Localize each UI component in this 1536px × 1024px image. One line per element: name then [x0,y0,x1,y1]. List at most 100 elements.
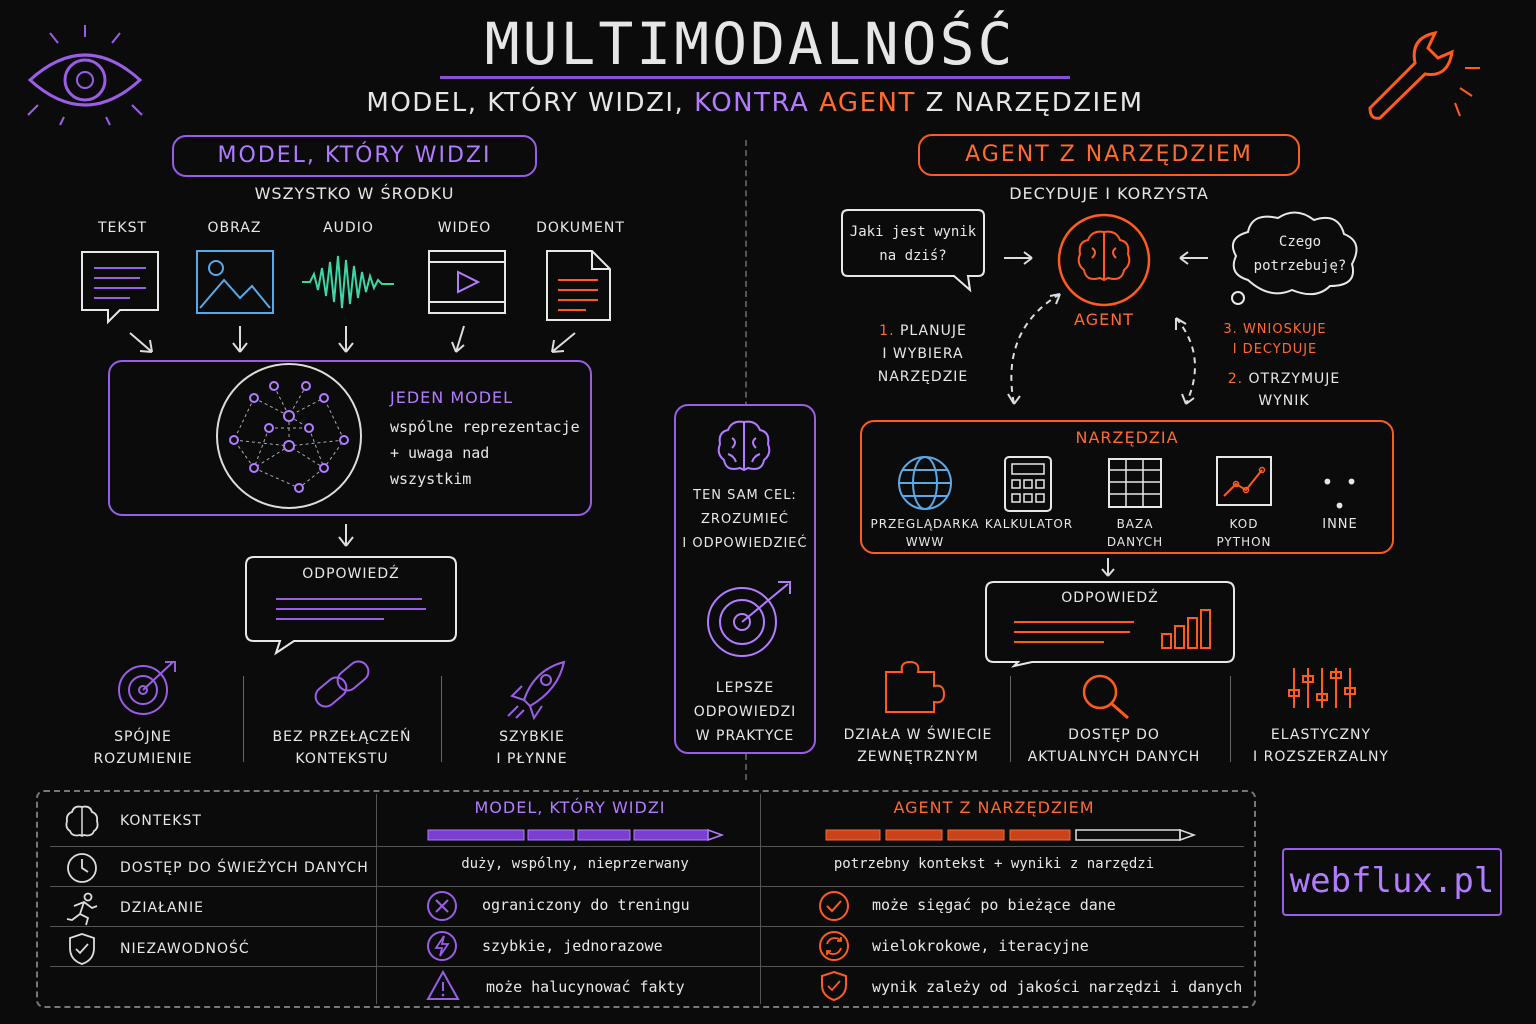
table-model-fresh-data: ograniczony do treningu [482,896,690,914]
tool-database-line-2: DANYCH [1106,535,1164,549]
middle-benefit-line-2: ODPOWIEDZI [693,704,797,720]
question-bubble-text: Jaki jest wynik na dziś? [842,220,984,268]
middle-benefit-line-1: LEPSZE [715,680,775,696]
thought-cloud-text: Czego potrzebuję? [1236,230,1364,278]
tool-browser: PRZEGLĄDARKA WWW [866,515,984,551]
table-row-line-1 [50,846,1244,847]
clock-icon [67,853,97,883]
middle-goal-text: TEN SAM CEL: ZROZUMIEĆ I ODPOWIEDZIEĆ [676,484,814,556]
left-title-box: MODEL, KTÓRY WIDZI [172,135,537,177]
brand-logo[interactable]: webflux.pl [1282,848,1502,916]
step-3-text-a: WNIOSKUJE [1242,322,1327,337]
step-2-line-1: 2. OTRZYMUJE [1214,368,1354,390]
brain-icon [717,420,771,472]
neural-network-icon [216,363,362,509]
left-feature-2-line-1: BEZ PRZEŁĄCZEŃ [272,729,412,745]
sliders-icon [1288,668,1356,708]
step-2-line-2: WYNIK [1258,393,1310,409]
input-label-audio: AUDIO [323,220,374,236]
table-model-reliability: może halucynować fakty [486,978,685,996]
question-bubble [841,209,985,293]
tools-box [860,420,1394,554]
left-title: MODEL, KTÓRY WIDZI [217,143,492,168]
video-icon [428,250,506,314]
page-subtitle: MODEL, KTÓRY WIDZI, KONTRA AGENT Z NARZĘ… [340,88,1170,118]
left-feature-2: BEZ PRZEŁĄCZEŃ KONTEKSTU [262,726,422,770]
tool-other: INNE [1322,517,1358,532]
chain-link-icon [314,660,370,708]
single-model-line-1: wspólne reprezentacje [390,418,580,436]
database-table-icon [1108,458,1162,508]
step-3-line-1: 3. WNIOSKUJE [1210,320,1340,340]
table-row-label-fresh-data: DOSTĘP DO ŚWIEŻYCH DANYCH [120,860,369,876]
tool-calculator-line-1: KALKULATOR [984,517,1074,531]
subtitle-part-agent: AGENT [819,88,916,118]
table-row-label-context: KONTEKST [120,813,202,829]
agent-brain-icon [1057,213,1151,307]
comparison-table [36,790,1256,1008]
step-1-line-3: NARZĘDZIE [877,369,969,385]
tool-python-line-1: KOD [1229,517,1259,531]
left-feature-1-line-2: ROZUMIENIE [93,751,193,767]
table-row-line-2 [50,886,1244,887]
right-title: AGENT Z NARZĘDZIEM [965,142,1253,167]
lightning-icon [427,931,457,961]
right-feature-2-line-2: AKTUALNYCH DANYCH [1027,749,1201,765]
right-feature-2-line-1: DOSTĘP DO [1068,727,1160,743]
table-agent-context: potrzebny kontekst + wyniki z narzędzi [833,856,1155,872]
table-col-divider-1 [376,794,377,1004]
left-subtitle: WSZYSTKO W ŚRODKU [254,184,455,203]
table-header-model: MODEL, KTÓRY WIDZI [474,798,666,817]
x-circle-icon [427,891,457,921]
table-agent-fresh-data: może sięgać po bieżące dane [872,896,1116,914]
right-feature-3: ELASTYCZNY I ROZSZERZALNY [1246,724,1396,768]
right-feature-divider-1 [1010,676,1011,762]
left-feature-divider-2 [441,676,442,762]
step-3-number: 3. [1223,322,1238,337]
input-label-text: TEKST [97,220,148,236]
subtitle-part-model: MODEL, KTÓRY WIDZI, [366,88,685,118]
thought-line-1: Czego [1278,234,1322,250]
step-2-text-a: OTRZYMUJE [1248,371,1341,387]
right-subtitle: DECYDUJE I KORZYSTA [1009,184,1209,203]
step-1-text-a: PLANUJE [899,323,967,339]
brand-name: webflux.pl [1289,861,1495,901]
step-2: 2. OTRZYMUJE WYNIK [1214,368,1354,412]
tool-python: KOD PYTHON [1196,515,1292,551]
calculator-icon [1004,456,1052,512]
middle-goal-line-3: I ODPOWIEDZIEĆ [682,536,808,551]
step-1-line-2: I WYBIERA [882,346,964,362]
left-answer-bubble [245,556,457,656]
input-label-video: WIDEO [437,220,492,236]
tools-title: NARZĘDZIA [1075,428,1179,447]
step-1-line-1: 1. PLANUJE [858,320,988,343]
table-row-line-3 [50,926,1244,927]
step-1: 1. PLANUJE I WYBIERA NARZĘDZIE [858,320,988,389]
left-feature-3: SZYBKIE I PŁYNNE [462,726,602,770]
warning-icon [426,969,460,1000]
tool-database-line-1: BAZA [1116,517,1154,531]
shield-icon [69,933,95,965]
audio-wave-icon [302,255,394,309]
left-answer-label: ODPOWIEDŹ [302,566,400,582]
middle-benefit-line-3: W PRAKTYCE [695,728,795,744]
tool-database: BAZA DANYCH [1086,515,1184,551]
table-col-divider-2 [760,794,761,1004]
thought-line-2: potrzebuję? [1253,258,1347,274]
more-tools-ellipsis-icon: • • • [1321,470,1361,518]
search-icon [1082,674,1129,720]
wrench-icon [1368,30,1480,120]
middle-goal-line-1: TEN SAM CEL: [693,488,797,503]
document-icon [546,250,611,321]
code-chart-icon [1216,456,1272,506]
page-title: MULTIMODALNOŚĆ [484,10,1016,78]
right-title-box: AGENT Z NARZĘDZIEM [918,134,1300,176]
step-2-number: 2. [1227,371,1244,387]
left-feature-1-line-1: SPÓJNE [114,729,172,745]
thought-cloud [1231,211,1358,305]
target-icon [118,661,176,715]
right-answer-label: ODPOWIEDŹ [1061,590,1159,606]
tool-python-line-2: PYTHON [1216,535,1272,549]
step-3-line-2: I DECYDUJE [1232,342,1318,357]
